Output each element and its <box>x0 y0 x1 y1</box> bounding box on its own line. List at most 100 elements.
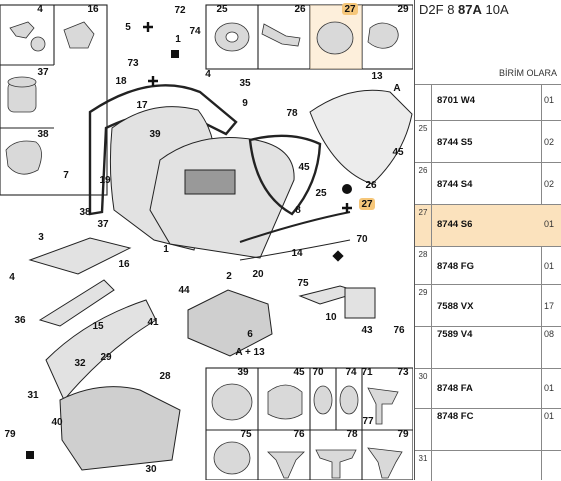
callout-number[interactable]: 14 <box>291 248 303 259</box>
callout-number[interactable]: 15 <box>92 321 104 332</box>
callout-number[interactable]: 37 <box>37 67 49 78</box>
callout-number[interactable]: 74 <box>189 26 201 37</box>
callout-number[interactable]: 41 <box>147 317 159 328</box>
callout-number[interactable]: 31 <box>27 390 39 401</box>
callout-number[interactable]: 76 <box>393 325 405 336</box>
callout-number[interactable]: 45 <box>293 367 305 378</box>
callout-number[interactable]: 3 <box>38 232 44 243</box>
callout-number[interactable]: 9 <box>242 98 248 109</box>
unit-subheader: BİRİM OLARA <box>499 68 558 78</box>
callout-highlight <box>359 198 375 210</box>
callout-number[interactable]: 78 <box>286 108 298 119</box>
callout-number[interactable]: 70 <box>356 234 368 245</box>
callout-number[interactable]: 71 <box>361 367 373 378</box>
callout-number[interactable]: 17 <box>136 100 148 111</box>
callout-number[interactable]: 75 <box>240 429 252 440</box>
callout-number[interactable]: 38 <box>79 207 91 218</box>
parts-row[interactable]: 31 <box>415 450 561 481</box>
callout-number[interactable]: 78 <box>346 429 358 440</box>
callout-number[interactable]: 43 <box>361 325 373 336</box>
parts-row-reference: 7589 V4 <box>437 329 473 340</box>
parts-row-reference: 8701 W4 <box>437 95 476 106</box>
callout-number[interactable]: 1 <box>175 34 181 45</box>
callout-number[interactable]: 73 <box>397 367 409 378</box>
callout-number[interactable]: 35 <box>239 78 251 89</box>
callout-number[interactable]: 77 <box>362 416 374 427</box>
callout-number[interactable]: 72 <box>174 5 186 16</box>
callout-number[interactable]: 4 <box>37 4 43 15</box>
callout-number[interactable]: 70 <box>312 367 324 378</box>
callout-number[interactable]: 16 <box>87 4 99 15</box>
callout-number[interactable]: 4 <box>9 272 15 283</box>
parts-row-reference: 8748 FA <box>437 383 473 394</box>
callout-number[interactable]: 8 <box>295 205 301 216</box>
callout-number[interactable]: 18 <box>115 76 127 87</box>
parts-row-quantity: 01 <box>544 383 555 393</box>
fastener-icons <box>5 21 403 479</box>
callout-number[interactable]: 39 <box>237 367 249 378</box>
parts-row-reference: 8744 S4 <box>437 179 473 190</box>
callout-number[interactable]: 5 <box>125 22 131 33</box>
callout-number[interactable]: A <box>393 83 400 94</box>
callout-number[interactable]: 32 <box>74 358 86 369</box>
callout-number[interactable]: 37 <box>97 219 109 230</box>
callout-number[interactable]: 76 <box>293 429 305 440</box>
callout-number[interactable]: 13 <box>371 71 383 82</box>
callout-number[interactable]: 4 <box>205 69 211 80</box>
callout-number[interactable]: 40 <box>51 417 63 428</box>
callout-number[interactable]: 29 <box>397 4 409 15</box>
parts-row-index <box>415 327 432 369</box>
callout-number[interactable]: 2 <box>226 271 232 282</box>
callout-number[interactable]: 16 <box>118 259 130 270</box>
callout-number[interactable]: 38 <box>37 129 49 140</box>
parts-row-quantity: 01 <box>544 411 555 421</box>
parts-row-quantity: 01 <box>544 95 555 105</box>
callout-number[interactable]: 27 <box>344 4 356 15</box>
callout-number[interactable]: A + 13 <box>235 347 265 358</box>
callout-number[interactable]: 26 <box>365 180 377 191</box>
model-name: D2F <box>419 2 444 17</box>
qty-column-divider <box>541 84 542 480</box>
callout-number[interactable]: 45 <box>392 147 404 158</box>
cross-markers <box>143 22 352 213</box>
black-markers <box>26 50 352 459</box>
callout-number[interactable]: 1 <box>163 244 169 255</box>
callout-number[interactable]: 26 <box>294 4 306 15</box>
callout-number[interactable]: 79 <box>397 429 409 440</box>
callout-number[interactable]: 25 <box>315 188 327 199</box>
callout-number[interactable]: 74 <box>345 367 357 378</box>
callout-number[interactable]: 44 <box>178 285 190 296</box>
callout-number[interactable]: 28 <box>159 371 171 382</box>
callout-number[interactable]: 10 <box>325 312 337 323</box>
callout-number[interactable]: 75 <box>297 278 309 289</box>
callout-number[interactable]: 45 <box>298 162 310 173</box>
parts-row-reference: 8744 S5 <box>437 137 473 148</box>
callout-number[interactable]: 30 <box>145 464 157 475</box>
parts-row-quantity: 17 <box>544 301 555 311</box>
callout-number[interactable]: 79 <box>4 429 16 440</box>
model-sep: 8 <box>447 2 455 17</box>
callout-number[interactable]: 19 <box>99 175 111 186</box>
callout-number[interactable]: 25 <box>216 4 228 15</box>
callout-number[interactable]: 7 <box>63 170 69 181</box>
callout-number[interactable]: 20 <box>252 269 264 280</box>
callout-number[interactable]: 73 <box>127 58 139 69</box>
callout-number[interactable]: 36 <box>14 315 26 326</box>
callout-number[interactable]: 39 <box>149 129 161 140</box>
parts-row-index: 27 <box>415 205 432 247</box>
group-code: 87A <box>458 2 482 17</box>
callout-number[interactable]: 6 <box>247 329 253 340</box>
callout-number[interactable]: 27 <box>361 199 373 210</box>
callout-number[interactable]: 29 <box>100 352 112 363</box>
parts-row[interactable]: 8701 W4 01 <box>415 84 561 121</box>
